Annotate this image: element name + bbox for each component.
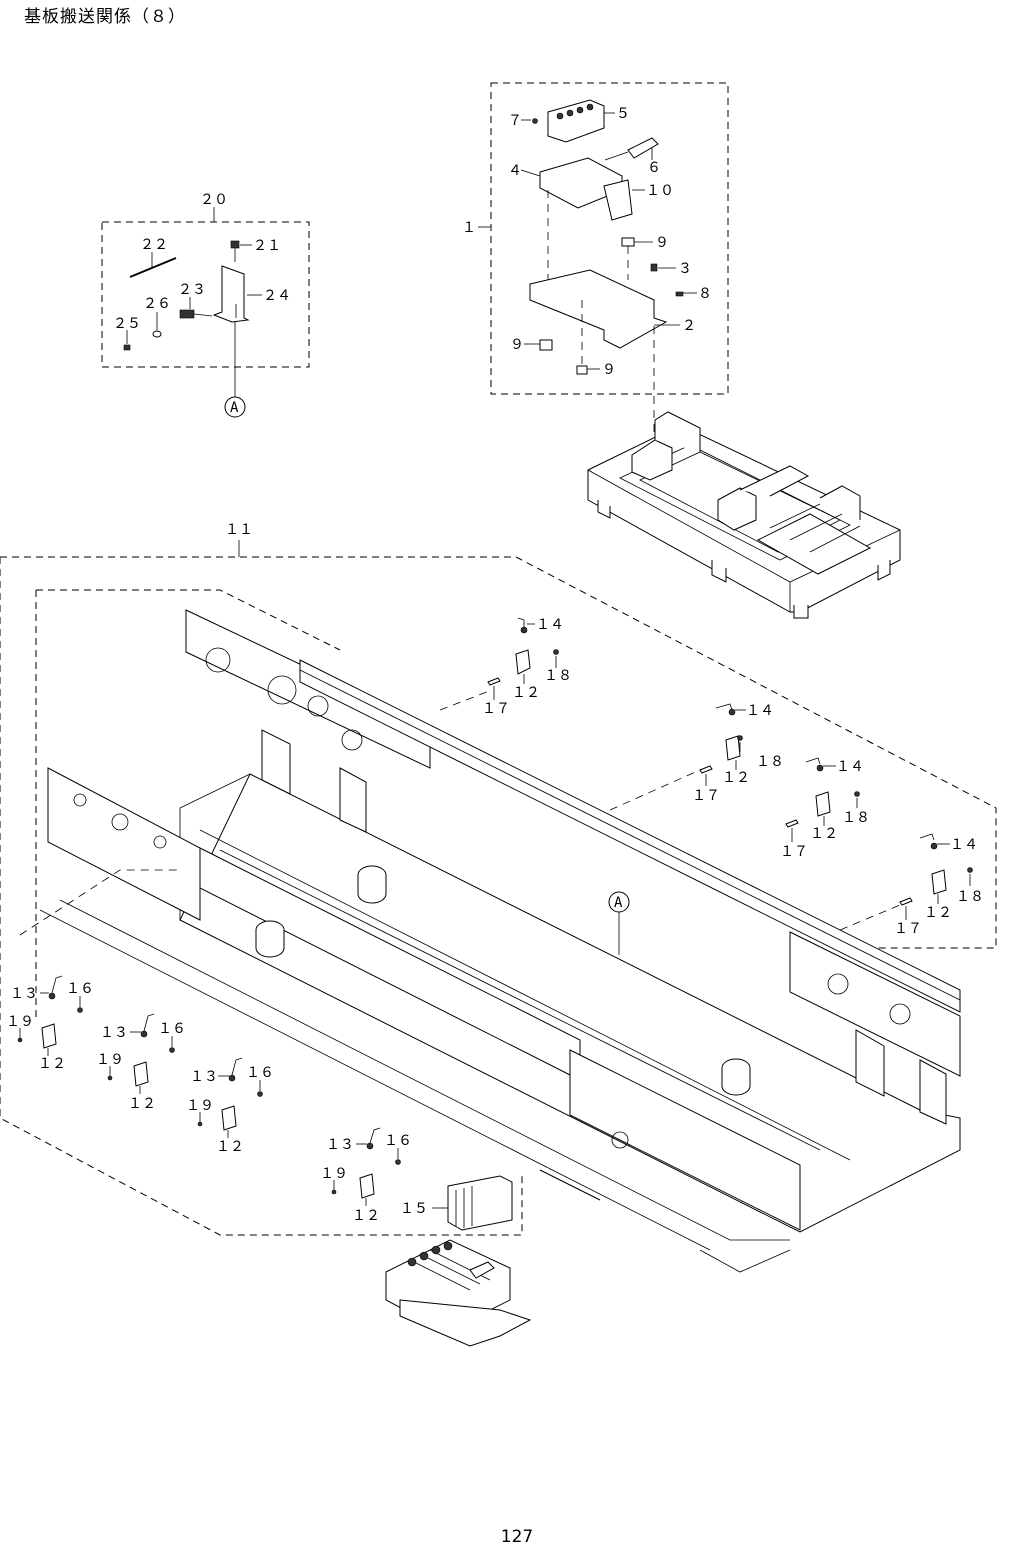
- callout-h2-13: １３: [100, 1025, 128, 1041]
- callout-6: ６: [647, 160, 661, 176]
- callout-5: ５: [616, 106, 630, 122]
- sensor-set-5: １３ １６ １９ １２: [6, 976, 94, 1072]
- callout-g4-17: １７: [894, 921, 922, 937]
- ref-a-top-label: A: [230, 400, 239, 416]
- callout-g1-14: １４: [536, 617, 564, 633]
- callout-h4-19: １９: [320, 1166, 348, 1182]
- callout-26: ２６: [143, 296, 171, 312]
- callout-8: ８: [698, 286, 712, 302]
- part-9-nut-top: ９: [622, 235, 669, 280]
- part-9-nut-bottom: ９: [577, 362, 616, 378]
- part-5-valve-block: ５: [548, 100, 630, 142]
- callout-10: １０: [646, 183, 674, 199]
- callout-g2-14: １４: [746, 703, 774, 719]
- leader-3: [610, 770, 700, 810]
- callout-24: ２４: [263, 288, 291, 304]
- callout-h2-16: １６: [158, 1021, 186, 1037]
- callout-h1-12: １２: [38, 1056, 66, 1072]
- callout-25: ２５: [113, 316, 141, 332]
- callout-g3-17: １７: [780, 844, 808, 860]
- ref-a-main-label: A: [614, 895, 623, 911]
- part-21-screw: ２１: [231, 238, 281, 262]
- callout-h4-16: １６: [384, 1133, 412, 1149]
- callout-h3-16: １６: [246, 1065, 274, 1081]
- callout-g1-12: １２: [512, 685, 540, 701]
- page-number: 127: [0, 1527, 1034, 1547]
- part-2-base-plate: ２: [530, 270, 696, 364]
- callout-23: ２３: [178, 282, 206, 298]
- callout-h3-19: １９: [186, 1098, 214, 1114]
- part-9-nut-left: ９: [510, 337, 552, 353]
- part-15-block: １５: [400, 1176, 512, 1230]
- callout-g4-14: １４: [950, 837, 978, 853]
- callout-11: １１: [225, 522, 253, 538]
- callout-h2-12: １２: [128, 1096, 156, 1112]
- callout-g4-18: １８: [956, 889, 984, 905]
- callout-g3-12: １２: [810, 826, 838, 842]
- callout-g2-17: １７: [692, 788, 720, 804]
- callout-21: ２１: [253, 238, 281, 254]
- callout-h4-12: １２: [352, 1208, 380, 1224]
- part-8-screw: ８: [676, 286, 712, 302]
- callout-9c: ９: [602, 362, 616, 378]
- part-26-washer: ２６: [143, 296, 171, 337]
- callout-22: ２２: [140, 237, 168, 253]
- callout-g2-18: １８: [756, 754, 784, 770]
- callout-h3-12: １２: [216, 1139, 244, 1155]
- callout-9b: ９: [510, 337, 524, 353]
- sensor-set-1: １４ １８ １２ １７: [482, 617, 572, 717]
- callout-h4-13: １３: [326, 1137, 354, 1153]
- part-7-screw: ７: [508, 113, 538, 129]
- callout-h1-19: １９: [6, 1014, 34, 1030]
- callout-7: ７: [508, 113, 522, 129]
- callout-g2-12: １２: [722, 770, 750, 786]
- part-23-sensor: ２３: [178, 282, 212, 318]
- callout-g3-18: １８: [842, 810, 870, 826]
- callout-9a: ９: [655, 235, 669, 251]
- sensor-set-2: １４ １８ １２ １７: [692, 703, 784, 804]
- group-20-box: ２０: [102, 192, 309, 367]
- upper-base-frame: [588, 412, 900, 618]
- part-10-bracket: １０: [604, 180, 674, 220]
- valve-manifold-lower: [386, 1240, 530, 1346]
- part-6-fitting: ６: [605, 138, 661, 176]
- callout-h1-16: １６: [66, 981, 94, 997]
- callout-h3-13: １３: [190, 1069, 218, 1085]
- sensor-set-6: １３ １６ １９ １２: [96, 1014, 186, 1112]
- part-22-rod: ２２: [130, 237, 176, 277]
- callout-1: １: [462, 220, 476, 236]
- callout-3: ３: [678, 261, 692, 277]
- sensor-set-7: １３ １６ １９ １２: [186, 1058, 274, 1155]
- ref-a-main: A: [609, 892, 629, 955]
- part-25-nut: ２５: [113, 316, 141, 350]
- callout-g3-14: １４: [836, 759, 864, 775]
- callout-g1-18: １８: [544, 668, 572, 684]
- part-4-plate: ４: [508, 158, 622, 208]
- part-3-screw: ３: [651, 261, 692, 277]
- callout-15: １５: [400, 1201, 428, 1217]
- callout-h2-19: １９: [96, 1052, 124, 1068]
- callout-h1-13: １３: [10, 986, 38, 1002]
- sensor-set-8: １３ １６ １９ １２: [320, 1128, 412, 1224]
- ref-a-top: A: [225, 322, 245, 417]
- sensor-set-3: １４ １８ １２ １７: [780, 758, 870, 860]
- callout-g1-17: １７: [482, 701, 510, 717]
- leader-4: [840, 905, 900, 930]
- callout-20: ２０: [200, 192, 228, 208]
- callout-2: ２: [682, 318, 696, 334]
- sensor-set-4: １４ １８ １２ １７: [894, 834, 984, 937]
- part-24-bracket: ２４: [214, 266, 291, 322]
- callout-g4-12: １２: [924, 905, 952, 921]
- callout-4: ４: [508, 163, 522, 179]
